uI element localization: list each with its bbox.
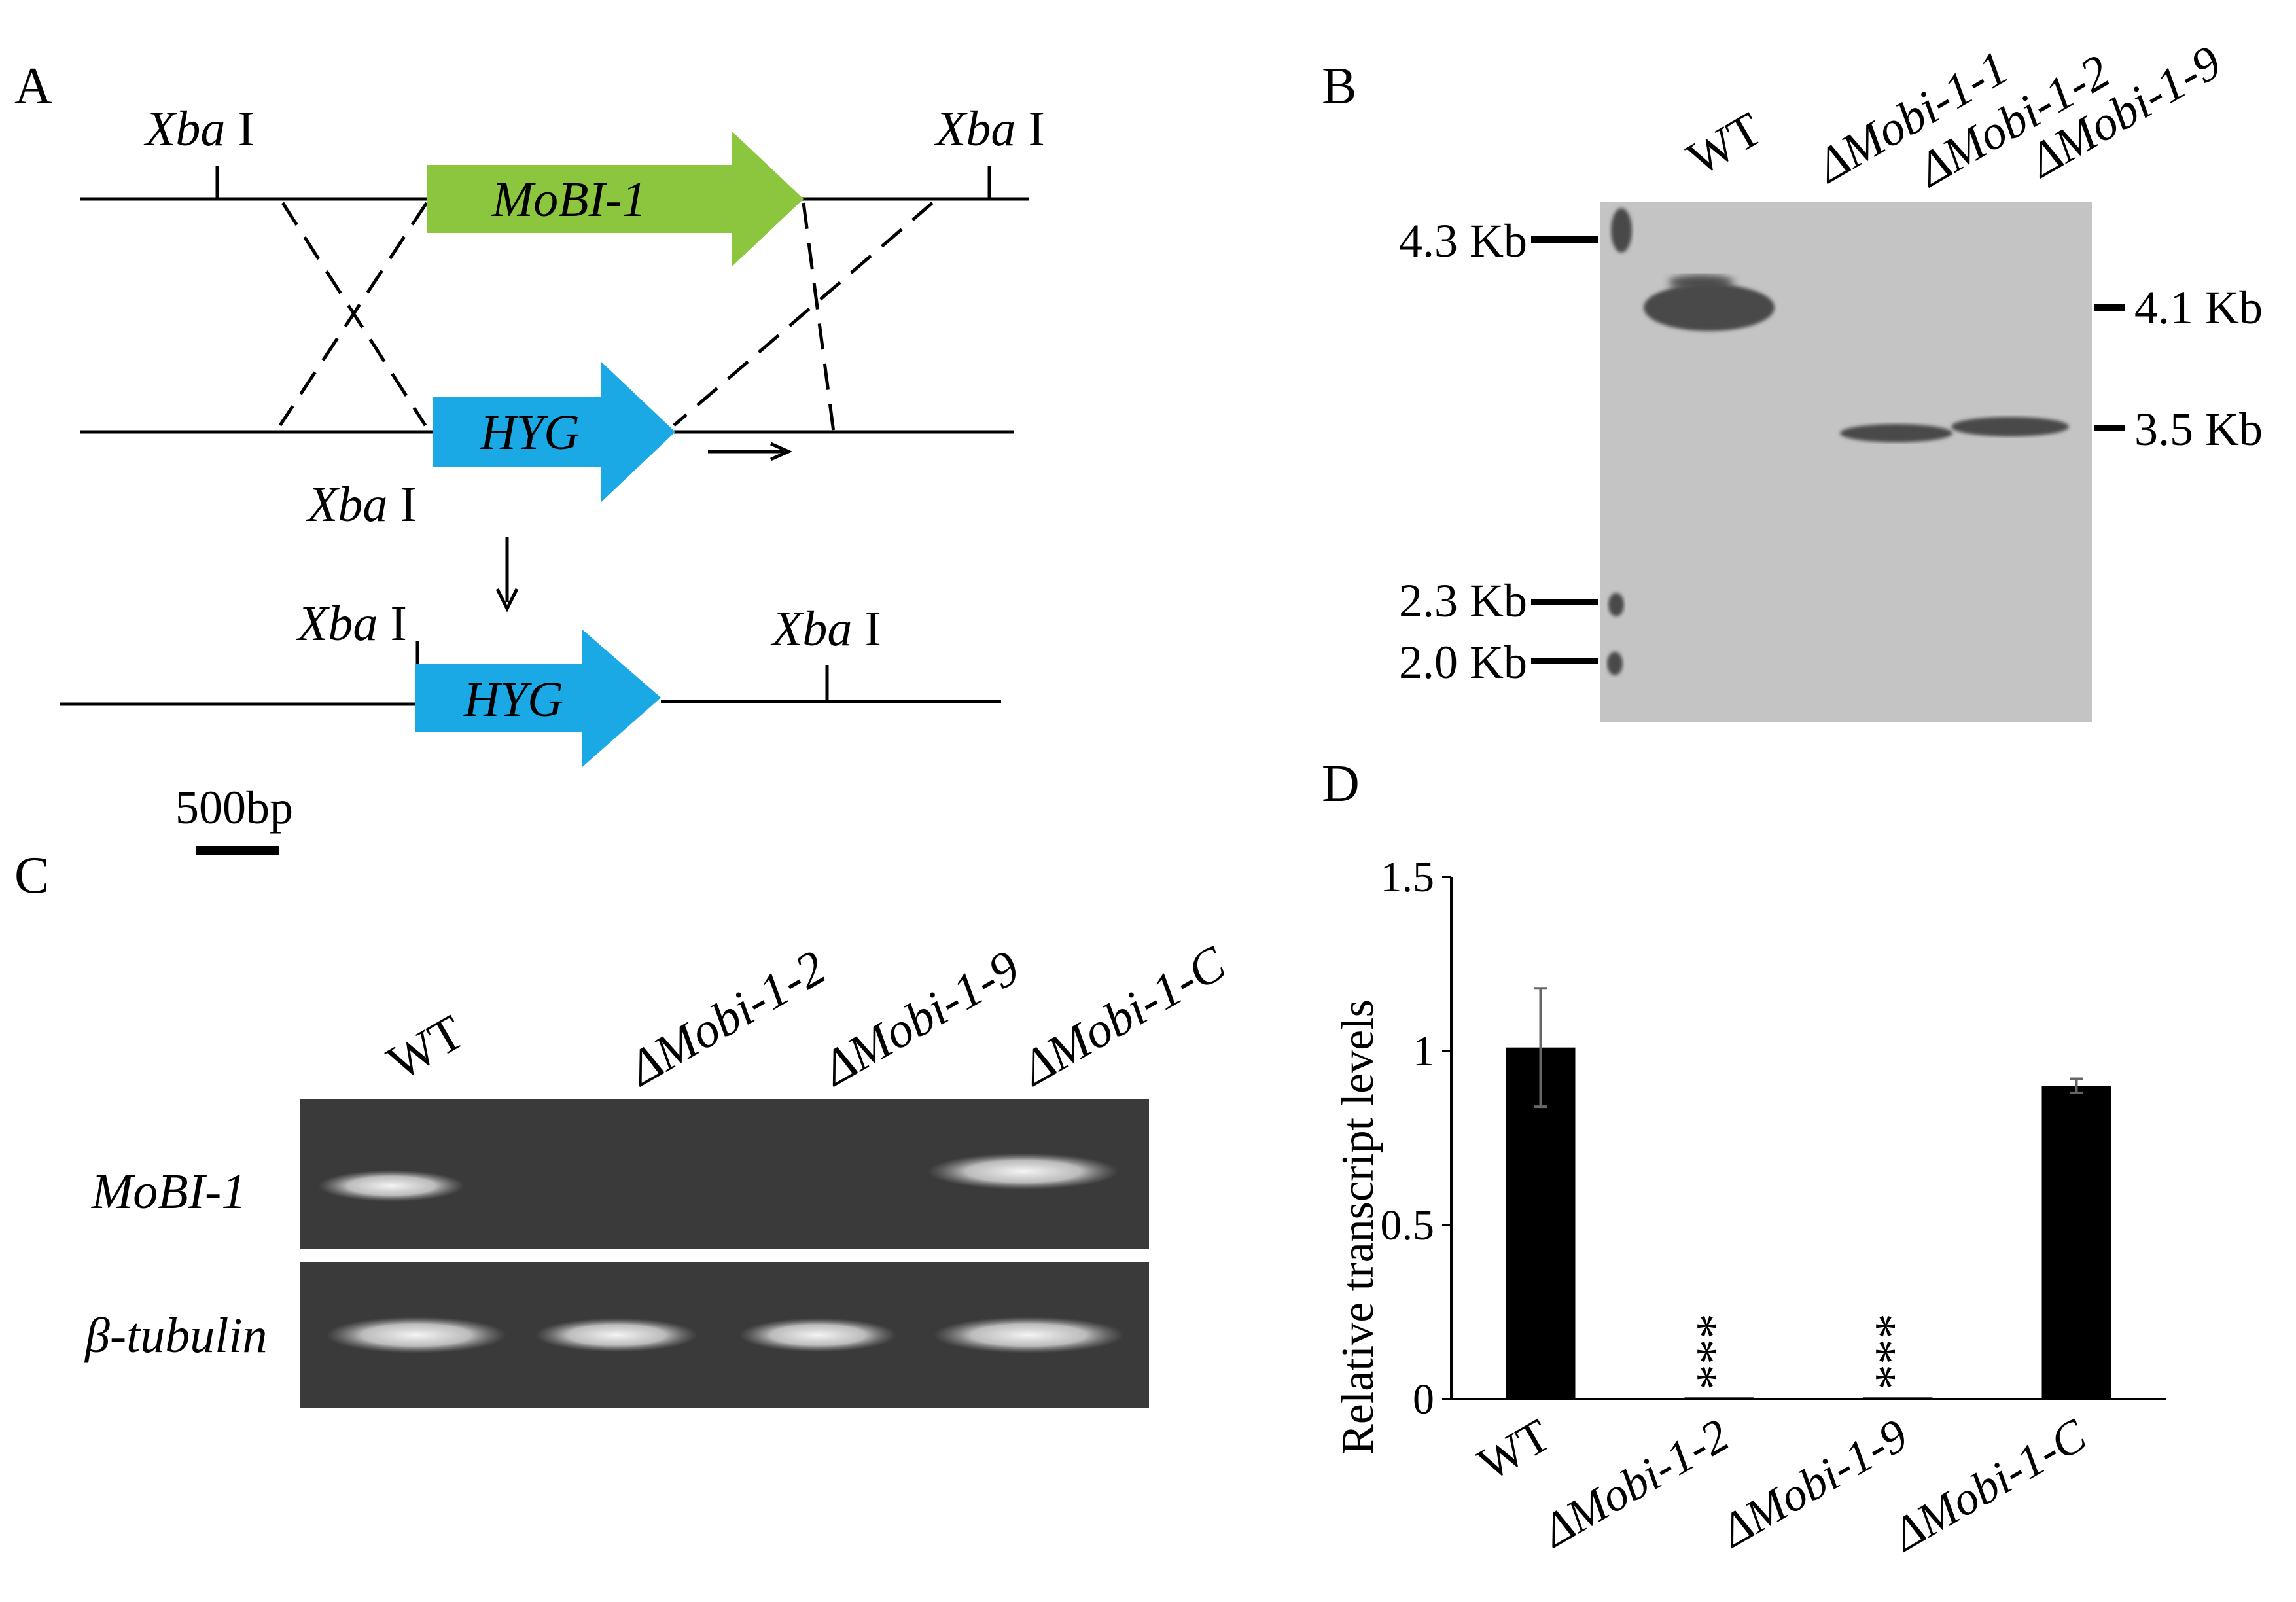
y-tick-label: 1 bbox=[1413, 1027, 1434, 1075]
y-tick-label: 0.5 bbox=[1381, 1202, 1435, 1249]
panel-label-a: A bbox=[14, 58, 52, 115]
marker-label-hyg: HYG bbox=[463, 672, 563, 727]
southern-bands bbox=[1607, 208, 2069, 675]
marker-label-hyg: HYG bbox=[480, 405, 580, 460]
xba-site-label: Xba I bbox=[934, 101, 1045, 156]
gene-label-mobi1: MoBI-1 bbox=[491, 172, 646, 227]
y-tick-label: 0 bbox=[1413, 1376, 1434, 1423]
xba-site-label: Xba I bbox=[306, 477, 417, 532]
panel-label-c: C bbox=[14, 847, 49, 904]
lane-label: ΔMobi-1-2 bbox=[618, 940, 835, 1097]
process-arrow-head bbox=[495, 588, 519, 613]
ladder-label: 2.3 Kb bbox=[1399, 575, 1527, 627]
gel-band bbox=[739, 1318, 896, 1352]
x-tick-label: ΔMobi-1-2 bbox=[1532, 1409, 1738, 1558]
mutant-band bbox=[1840, 424, 1952, 442]
band-size-label: 4.1 Kb bbox=[2134, 281, 2263, 334]
bar bbox=[1863, 1397, 1933, 1400]
lane-label: WT bbox=[1679, 102, 1771, 187]
ladder-band bbox=[1607, 652, 1623, 675]
crossover-dash bbox=[278, 202, 429, 427]
bar-chart: 0 0.5 1 1.5WT *** ΔMobi-1-2 *** ΔMobi-1-9ΔMobi-… bbox=[1381, 853, 2166, 1561]
gel-band bbox=[928, 1153, 1119, 1190]
gel-band bbox=[535, 1318, 698, 1352]
southern-markers bbox=[1531, 236, 2125, 664]
y-tick-label: 1.5 bbox=[1381, 853, 1435, 901]
bar bbox=[1684, 1397, 1754, 1400]
wt-band bbox=[1644, 284, 1775, 331]
ladder-band bbox=[1611, 208, 1632, 253]
x-tick-label: ΔMobi-1-C bbox=[1882, 1408, 2095, 1561]
mutant-band bbox=[1951, 417, 2069, 436]
wt-band-top bbox=[1669, 275, 1734, 291]
ladder-label: 2.0 Kb bbox=[1399, 636, 1527, 688]
rt-pcr-lane-labels: WT ΔMobi-1-2 ΔMobi-1-9 ΔMobi-1-C bbox=[379, 935, 1235, 1097]
significance-mark: *** bbox=[1864, 1313, 1921, 1390]
chart-y-axis-label: Relative transcript levels bbox=[1333, 999, 1383, 1455]
gel-bands bbox=[318, 1153, 1124, 1353]
gel-row-label: MoBI-1 bbox=[91, 1164, 246, 1219]
mobi1-gene-arrow bbox=[427, 131, 804, 267]
gel-band bbox=[933, 1317, 1124, 1353]
gel-band bbox=[326, 1317, 506, 1353]
ladder-band bbox=[1608, 593, 1624, 616]
x-tick-label: ΔMobi-1-9 bbox=[1710, 1409, 1916, 1558]
ladder-label: 4.3 Kb bbox=[1399, 215, 1527, 267]
lane-label: ΔMobi-1-C bbox=[1010, 935, 1235, 1097]
xba-site-label: Xba I bbox=[770, 601, 881, 656]
crossover-dash bbox=[673, 202, 934, 427]
panel-a-diagram bbox=[60, 166, 1029, 855]
xba-site-label: Xba I bbox=[296, 596, 407, 651]
error-bar bbox=[1534, 987, 1547, 1109]
xba-site-label: Xba I bbox=[143, 101, 255, 156]
crossover-dash bbox=[802, 202, 836, 433]
significance-mark: *** bbox=[1686, 1313, 1742, 1390]
error-bar bbox=[2070, 1077, 2083, 1094]
bar bbox=[2041, 1086, 2111, 1399]
gel-band bbox=[318, 1170, 465, 1202]
lane-label: WT bbox=[379, 1005, 473, 1091]
panel-label-b: B bbox=[1322, 58, 1356, 115]
panel-label-d: D bbox=[1322, 755, 1360, 813]
lane-label: ΔMobi-1-9 bbox=[811, 940, 1029, 1097]
band-size-label: 3.5 Kb bbox=[2134, 403, 2263, 455]
southern-lane-labels: WT ΔMobi-1-1 ΔMobi-1-2 ΔMobi-1-9 bbox=[1679, 35, 2231, 198]
hyg-gene-arrow bbox=[433, 361, 675, 503]
hyg-gene-arrow-result bbox=[415, 630, 661, 767]
scale-bar-label: 500bp bbox=[175, 781, 293, 834]
gel-row-label: β-tubulin bbox=[84, 1308, 268, 1363]
primer-arrow-head bbox=[769, 442, 793, 461]
x-tick-label: WT bbox=[1470, 1409, 1559, 1491]
